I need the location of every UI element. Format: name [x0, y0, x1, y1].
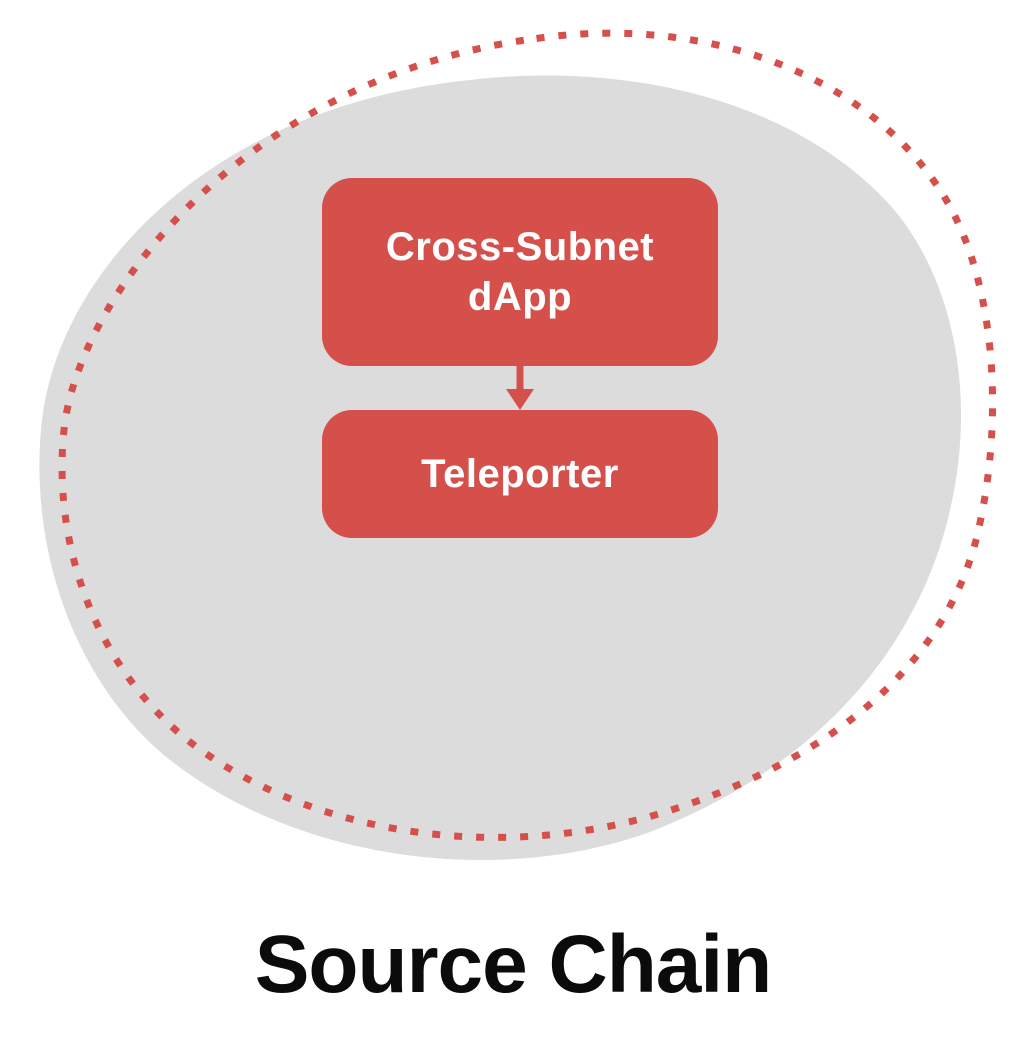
diagram-title: Source Chain [254, 919, 773, 1010]
arrow-dapp-to-teleporter [506, 364, 534, 410]
node-cross-subnet-dapp: Cross-Subnet dApp [322, 178, 718, 366]
node-teleporter: Teleporter [322, 410, 718, 538]
node-cross-subnet-dapp-label: Cross-Subnet dApp [385, 225, 655, 319]
node-teleporter-label: Teleporter [421, 452, 619, 496]
